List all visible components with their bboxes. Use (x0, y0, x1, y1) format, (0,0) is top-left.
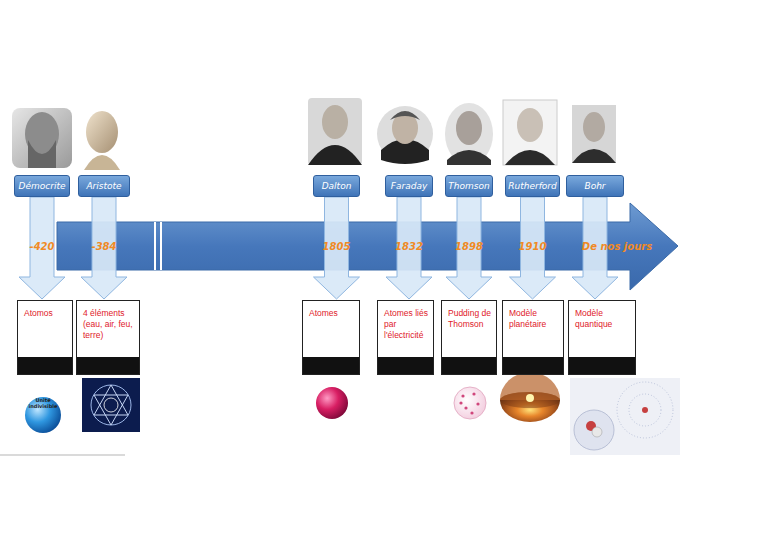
model-box: Modèle planétaire (502, 300, 564, 375)
model-text: 4 éléments (eau, air, feu, terre) (83, 308, 136, 341)
model-text: Pudding de Thomson (448, 308, 493, 330)
box-footer-bar (378, 357, 433, 374)
scientist-box: Aristote (78, 175, 130, 197)
date-label: 1832 (395, 241, 423, 252)
model-box: 4 éléments (eau, air, feu, terre) (76, 300, 140, 375)
box-footer-bar (503, 357, 563, 374)
model-box: Pudding de Thomson (441, 300, 497, 375)
model-box: Atomes liés par l'électricité (377, 300, 434, 375)
timeline-arrow (386, 197, 432, 299)
model-box: Atomes (302, 300, 360, 375)
timeline-arrow (510, 197, 556, 299)
date-label: 1898 (455, 241, 483, 252)
model-text: Modèle planétaire (509, 308, 560, 330)
timeline-arrow (314, 197, 360, 299)
scientist-box: Thomson (445, 175, 493, 197)
scientist-name: Démocrite (19, 181, 66, 191)
scientist-box: Dalton (313, 175, 360, 197)
scientist-name: Dalton (322, 181, 352, 191)
timeline-arrow (81, 197, 127, 299)
model-text: Atomes (309, 308, 356, 319)
model-text: Atomos (24, 308, 69, 319)
scientist-name: Aristote (86, 181, 121, 191)
scientist-box: Démocrite (14, 175, 70, 197)
scientist-box: Rutherford (505, 175, 560, 197)
date-label: 1910 (519, 241, 547, 252)
scientist-box: Faraday (385, 175, 433, 197)
model-text: Atomes liés par l'électricité (384, 308, 430, 341)
model-box: Modèle quantique (568, 300, 636, 375)
box-footer-bar (442, 357, 496, 374)
scientist-name: Bohr (584, 181, 605, 191)
scientist-box: Bohr (566, 175, 624, 197)
timeline-arrow (446, 197, 492, 299)
scientist-name: Rutherford (508, 181, 557, 191)
model-text: Modèle quantique (575, 308, 632, 330)
model-box: Atomos (17, 300, 73, 375)
date-label: -420 (29, 241, 54, 252)
date-label: De nos jours (582, 241, 652, 252)
scientist-name: Thomson (448, 181, 489, 191)
timeline-arrow (19, 197, 65, 299)
box-footer-bar (303, 357, 359, 374)
box-footer-bar (77, 357, 139, 374)
scientist-name: Faraday (391, 181, 427, 191)
image-caption: Unité indivisible (24, 397, 62, 409)
box-footer-bar (569, 357, 635, 374)
date-label: 1805 (323, 241, 351, 252)
date-label: -384 (91, 241, 116, 252)
box-footer-bar (18, 357, 72, 374)
